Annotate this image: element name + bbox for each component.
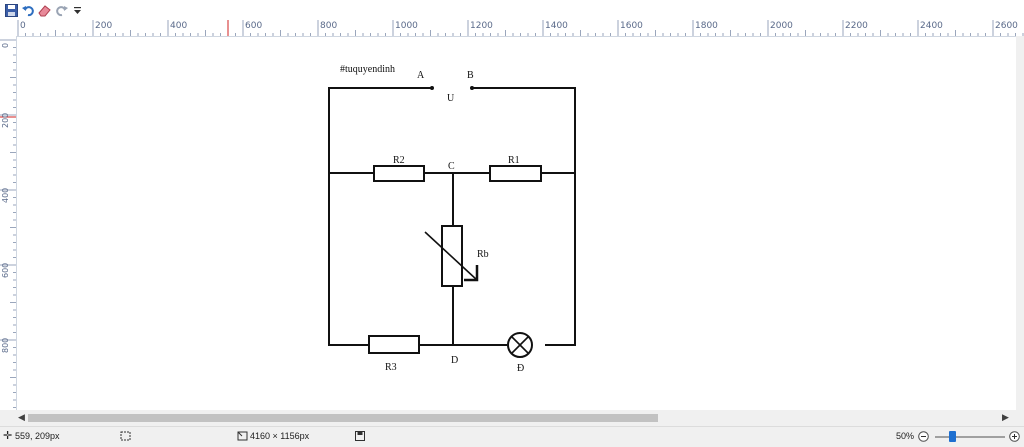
vertical-ruler: 0 200 400 600 800 <box>0 36 17 410</box>
ruler-label: 600 <box>245 21 263 31</box>
ruler-label: 2600 <box>995 21 1018 31</box>
vertical-ruler-ticks <box>0 39 16 408</box>
rheostat-rb <box>441 225 463 287</box>
ruler-label: 0 <box>1 42 10 48</box>
zoom-slider-thumb[interactable] <box>949 431 956 442</box>
lamp-symbol <box>510 335 530 355</box>
ruler-corner <box>0 20 16 36</box>
scroll-left-icon[interactable]: ◀ <box>18 412 25 422</box>
lamp-label: Đ <box>517 363 524 374</box>
zoom-slider-track[interactable] <box>935 436 1005 438</box>
ruler-label: 200 <box>95 21 113 31</box>
wire-right <box>472 87 576 346</box>
horizontal-scroll-thumb[interactable] <box>28 414 658 422</box>
drawing-canvas[interactable]: #tuquyendinh A B U R2 C R1 Rb R3 D Đ <box>17 37 1016 410</box>
image-size: 4160 × 1156px <box>250 431 310 441</box>
rheostat-label: Rb <box>477 249 489 260</box>
wire-left <box>328 87 431 346</box>
lamp-symbol <box>507 332 533 358</box>
ruler-label: 2200 <box>845 21 868 31</box>
undo-icon[interactable] <box>20 2 36 18</box>
ruler-label: 400 <box>1 187 10 203</box>
terminal-a <box>430 86 434 90</box>
ruler-label: 1600 <box>620 21 643 31</box>
redo-icon[interactable] <box>53 2 69 18</box>
ruler-label: 400 <box>170 21 188 31</box>
status-bar: ✛ 559, 209px 4160 × 1156px 50% <box>0 426 1024 447</box>
zoom-out-icon[interactable] <box>918 431 929 444</box>
ruler-label: 0 <box>20 21 26 31</box>
resistor-r1 <box>489 165 542 182</box>
rheostat-arrow <box>464 265 479 282</box>
vertical-scrollbar[interactable] <box>1016 36 1024 410</box>
save-icon[interactable] <box>3 2 19 18</box>
horizontal-ruler-ticks <box>17 20 1024 36</box>
ruler-label: 2400 <box>920 21 943 31</box>
ruler-label: 600 <box>1 262 10 278</box>
cursor-icon: ✛ <box>3 430 13 442</box>
voltage-label: U <box>447 93 455 104</box>
resistor-r2 <box>373 165 425 182</box>
node-label-d: D <box>451 355 458 366</box>
horizontal-ruler: 0 200 400 600 800 1000 1200 1400 1600 18… <box>16 20 1024 37</box>
ruler-label: 200 <box>1 112 10 128</box>
node-label-b: B <box>467 70 474 81</box>
watermark-text: #tuquyendinh <box>340 64 395 75</box>
ruler-label: 1800 <box>695 21 718 31</box>
ruler-label: 1000 <box>395 21 418 31</box>
horizontal-scrollbar[interactable]: ◀ ▶ <box>16 410 1024 426</box>
scroll-right-icon[interactable]: ▶ <box>1002 412 1009 422</box>
resistor-label-r1: R1 <box>508 155 520 166</box>
resistor-label-r2: R2 <box>393 155 405 166</box>
eraser-icon[interactable] <box>36 2 52 18</box>
ruler-label: 1400 <box>545 21 568 31</box>
image-size-icon <box>237 431 248 443</box>
quick-access-toolbar <box>0 0 1024 21</box>
zoom-in-icon[interactable] <box>1009 431 1020 444</box>
ruler-label: 800 <box>1 337 10 353</box>
cursor-position: 559, 209px <box>15 431 60 441</box>
resistor-r3 <box>368 335 420 354</box>
ruler-label: 800 <box>320 21 338 31</box>
circuit-diagram: #tuquyendinh A B U R2 C R1 Rb R3 D Đ <box>328 64 576 374</box>
node-label-c: C <box>448 161 455 172</box>
selection-size-icon <box>120 431 131 443</box>
customize-dropdown-icon[interactable] <box>69 2 85 18</box>
zoom-level: 50% <box>896 431 915 441</box>
resistor-label-r3: R3 <box>385 362 397 373</box>
disk-size-icon <box>355 431 365 443</box>
terminal-b <box>470 86 474 90</box>
node-label-a: A <box>417 70 425 81</box>
rheostat-arrow <box>424 231 478 281</box>
ruler-label: 2000 <box>770 21 793 31</box>
ruler-label: 1200 <box>470 21 493 31</box>
